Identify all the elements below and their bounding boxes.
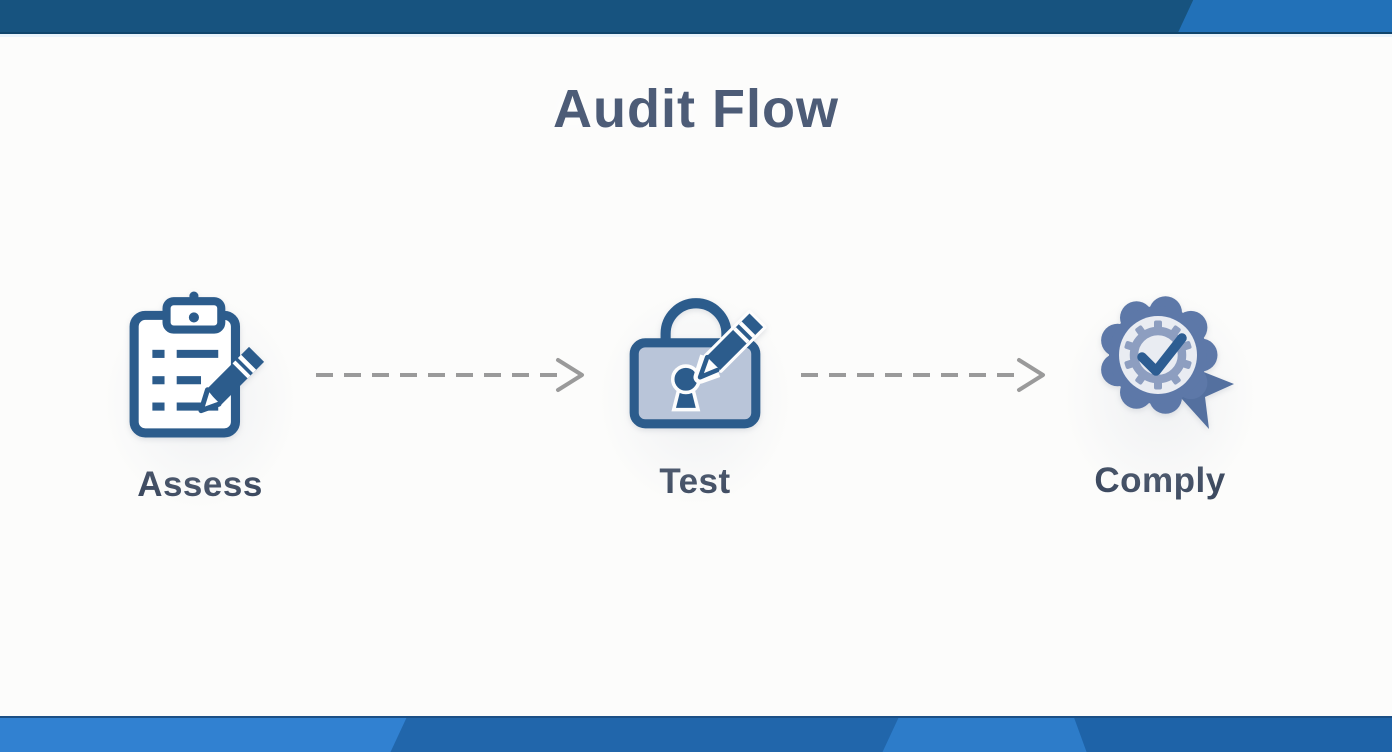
rosette-gear-check-icon <box>1075 283 1245 435</box>
page-title: Audit Flow <box>553 79 839 139</box>
bottom-banner-dark-stripe <box>386 718 902 752</box>
flow-step-comply: Comply <box>1030 253 1290 543</box>
top-banner-bar <box>0 0 1392 34</box>
bottom-banner-dark-right <box>1072 718 1392 752</box>
flow-step-assess: Assess <box>70 257 330 547</box>
bottom-banner-bright-wedge <box>0 718 412 752</box>
flow-step-test: Test <box>565 254 825 544</box>
step-label: Test <box>659 462 731 501</box>
padlock-pencil-icon <box>610 284 780 436</box>
step-label: Assess <box>137 465 263 504</box>
flow-arrow-test-to-comply <box>797 352 1053 403</box>
clipboard-checklist-pencil-icon <box>115 287 285 439</box>
flow-arrow-assess-to-test <box>312 352 592 403</box>
bottom-banner-bar <box>0 716 1392 752</box>
top-banner-accent-wedge <box>1174 0 1392 32</box>
step-label: Comply <box>1094 461 1226 500</box>
top-banner-underline <box>0 34 1392 37</box>
